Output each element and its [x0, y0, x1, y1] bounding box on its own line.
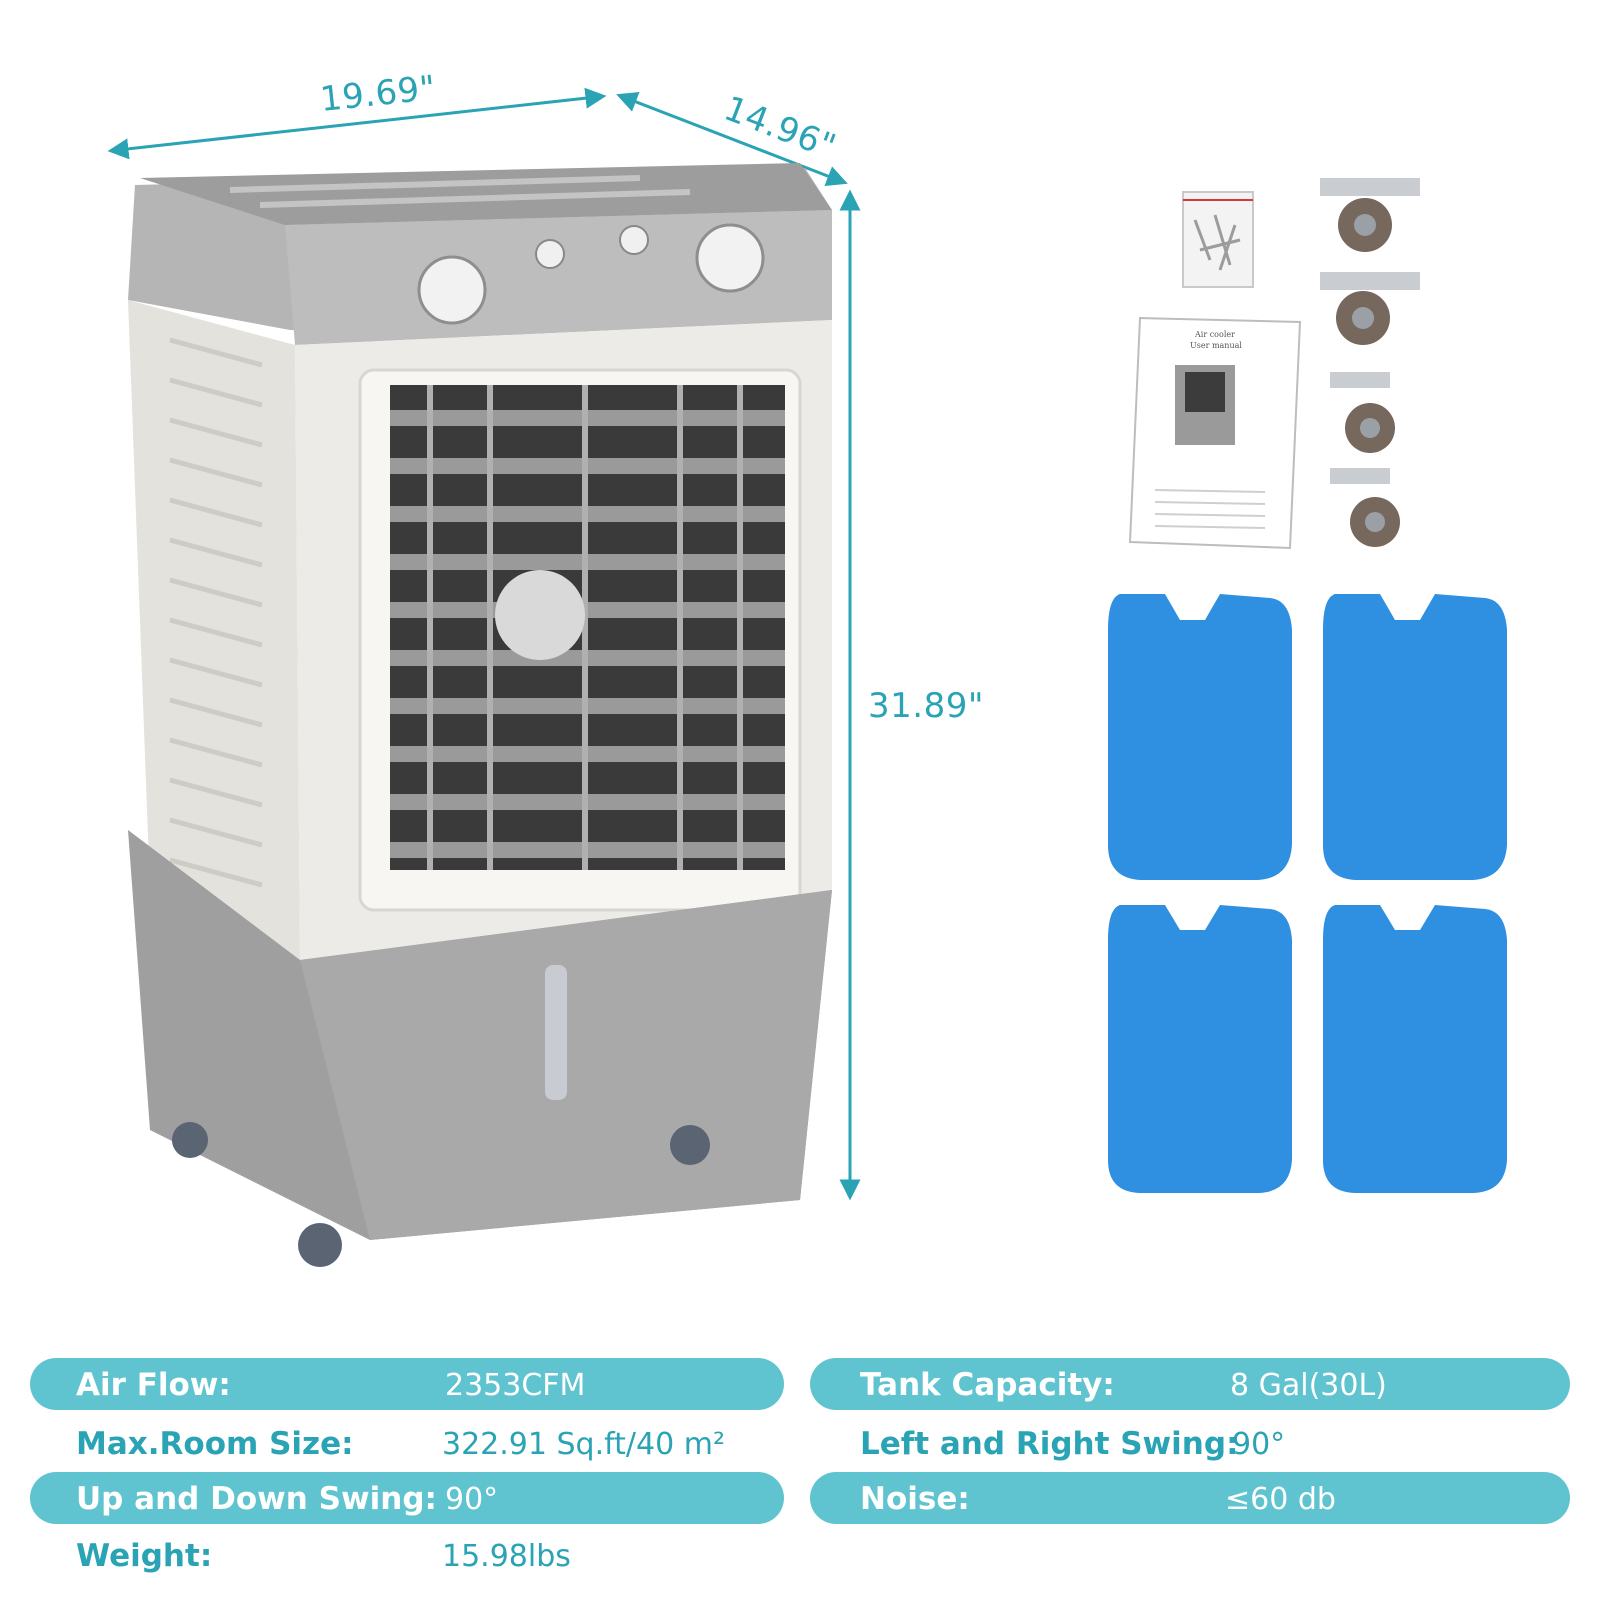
max-room-size-label: Max.Room Size:	[76, 1426, 354, 1462]
height-dimension: 31.89"	[868, 686, 984, 726]
ice-pack-icon	[1323, 905, 1507, 1193]
caster-wheel-icon	[1330, 468, 1400, 547]
spec-pill	[30, 1472, 784, 1524]
weight-value: 15.98lbs	[442, 1539, 571, 1574]
timer-knob-icon	[695, 223, 765, 293]
up-down-swing-label: Up and Down Swing:	[76, 1481, 437, 1517]
noise-label: Noise:	[860, 1481, 970, 1517]
noise-value: ≤60 db	[1225, 1482, 1336, 1517]
air-cooler	[128, 163, 832, 1267]
osc-button-icon	[619, 225, 649, 255]
max-room-size-value: 322.91 Sq.ft/40 m²	[442, 1427, 725, 1462]
cold-button-icon	[535, 239, 565, 269]
ice-pack-icon	[1323, 594, 1507, 880]
up-down-swing-value: 90°	[445, 1482, 499, 1517]
water-level-window	[545, 965, 567, 1100]
ice-pack-icon	[1108, 594, 1292, 880]
air-flow-value: 2353CFM	[445, 1368, 586, 1403]
caster-wheels	[1320, 178, 1420, 547]
ice-packs	[1108, 594, 1507, 1193]
spec-pill	[810, 1358, 1570, 1410]
screw-bag-icon	[1182, 191, 1254, 288]
user-manual: Air cooler User manual	[1128, 316, 1302, 550]
left-right-swing-value: 90°	[1232, 1427, 1286, 1462]
ice-pack-icon	[1108, 905, 1292, 1193]
caster-wheel-icon	[1330, 372, 1395, 453]
left-right-swing-label: Left and Right Swing:	[860, 1426, 1239, 1462]
tank-capacity-value: 8 Gal(30L)	[1230, 1368, 1387, 1403]
tank-capacity-label: Tank Capacity:	[860, 1367, 1115, 1403]
fan-hub-icon	[495, 570, 585, 660]
spec-pill	[30, 1358, 784, 1410]
caster-wheel-icon	[1320, 272, 1420, 345]
manual-title-line2: User manual	[1190, 341, 1242, 350]
caster-wheel-icon	[1320, 178, 1420, 252]
dimension-lines	[107, 87, 861, 1201]
manual-title-line1: Air cooler	[1194, 330, 1235, 339]
weight-label: Weight:	[76, 1538, 213, 1574]
spec-pill	[810, 1472, 1570, 1524]
air-flow-label: Air Flow:	[76, 1367, 231, 1403]
speed-knob-icon	[417, 255, 487, 325]
